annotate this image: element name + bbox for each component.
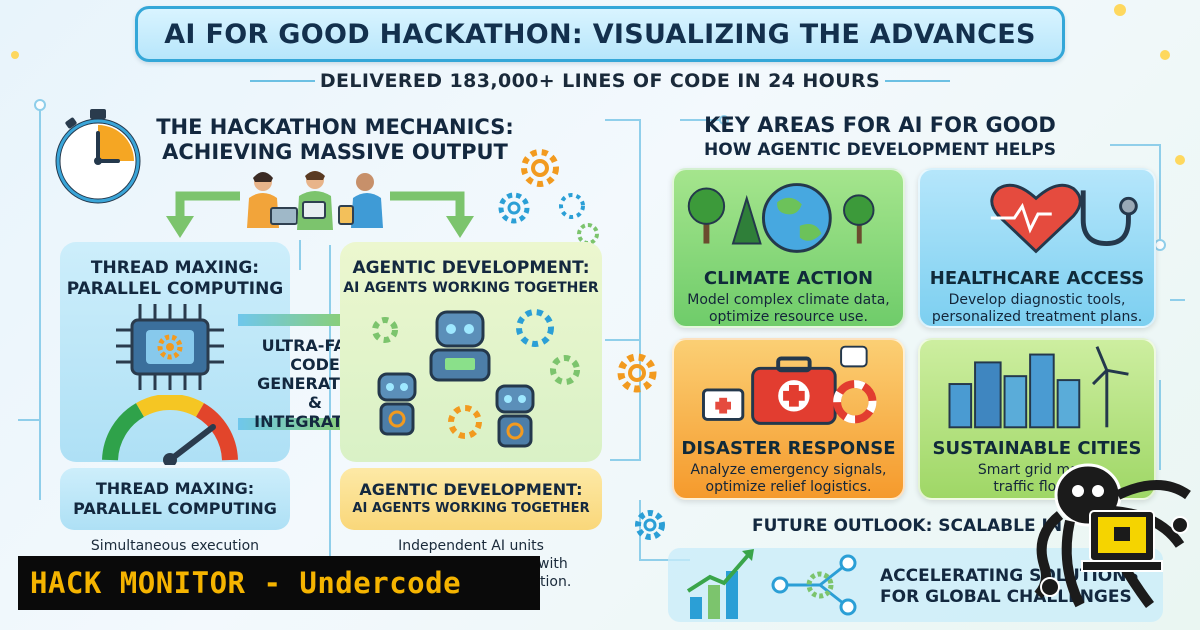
page-title: AI FOR GOOD HACKATHON: VISUALIZING THE A… (164, 18, 1036, 50)
mechanics-heading: THE HACKATHON MECHANICS: ACHIEVING MASSI… (156, 115, 514, 164)
hack-monitor-text: HACK MONITOR - Undercode (30, 566, 462, 600)
thread-pill-desc: Simultaneous execution (90, 538, 260, 554)
gear-icon (617, 353, 657, 393)
subtitle-rule-right (885, 80, 950, 82)
card-title: SUSTAINABLE CITIES (932, 438, 1142, 459)
split-arrows (166, 191, 474, 238)
card-desc-line2: optimize relief logistics. (705, 479, 872, 495)
card-title: DISASTER RESPONSE (681, 438, 896, 459)
card-title: CLIMATE ACTION (703, 268, 874, 289)
subtitle-rule-left (250, 80, 315, 82)
agentic-pill-desc-3: tion. (540, 574, 572, 590)
ai-robots-icon (372, 309, 580, 448)
card-disaster-response: DISASTER RESPONSE Analyze emergency sign… (672, 338, 905, 500)
thread-panel-title: THREAD MAXING: PARALLEL COMPUTING (66, 258, 284, 299)
agentic-development-pill: AGENTIC DEVELOPMENT: AI AGENTS WORKING T… (340, 468, 602, 530)
thread-maxing-pill: THREAD MAXING: PARALLEL COMPUTING (60, 468, 290, 530)
subtitle: DELIVERED 183,000+ LINES OF CODE IN 24 H… (319, 70, 881, 92)
title-banner: AI FOR GOOD HACKATHON: VISUALIZING THE A… (135, 6, 1065, 62)
future-outlook-panel (668, 548, 1163, 622)
card-sustainable-cities: SUSTAINABLE CITIES Smart grid mana traff… (918, 338, 1156, 500)
agentic-pill-desc-1: Independent AI units (398, 538, 544, 554)
card-desc-line2: optimize resource use. (708, 309, 868, 325)
cpu-chip-icon (116, 304, 224, 390)
key-areas-subheading: HOW AGENTIC DEVELOPMENT HELPS (704, 140, 1056, 160)
first-aid-kit-icon (702, 345, 877, 425)
future-outlook-heading: FUTURE OUTLOOK: SCALABLE IN (752, 516, 1063, 536)
octopus-hacker-logo (1034, 463, 1191, 608)
speed-gauge-icon (102, 395, 238, 465)
card-climate-action: CLIMATE ACTION Model complex climate dat… (672, 168, 905, 328)
gear-icon (635, 510, 665, 540)
stopwatch-icon (55, 109, 141, 204)
card-desc-line1: Develop diagnostic tools, (948, 292, 1126, 308)
growth-chart-network-icon (686, 549, 857, 619)
agentic-pill-desc-2: with (538, 556, 568, 572)
future-outlook-text: ACCELERATING SOLUTIONS FOR GLOBAL CHALLE… (880, 566, 1139, 607)
gears-cluster-icon (498, 149, 599, 245)
card-healthcare-access: HEALTHCARE ACCESS Develop diagnostic too… (918, 168, 1156, 328)
earth-trees-icon (687, 183, 875, 253)
heart-stethoscope-icon (990, 183, 1138, 254)
card-title: HEALTHCARE ACCESS (929, 268, 1145, 289)
agentic-panel-title: AGENTIC DEVELOPMENT: AI AGENTS WORKING T… (343, 258, 599, 296)
card-desc-line1: Model complex climate data, (687, 292, 890, 308)
subtitle-bar: DELIVERED 183,000+ LINES OF CODE IN 24 H… (300, 66, 900, 96)
card-desc-line2: personalized treatment plans. (931, 309, 1143, 325)
key-areas-heading: KEY AREAS FOR AI FOR GOOD (704, 113, 1056, 137)
team-collaboration-icon (247, 171, 383, 230)
city-skyline-icon (948, 346, 1129, 429)
hack-monitor-banner: HACK MONITOR - Undercode (18, 556, 540, 610)
card-desc-line1: Analyze emergency signals, (690, 462, 887, 478)
